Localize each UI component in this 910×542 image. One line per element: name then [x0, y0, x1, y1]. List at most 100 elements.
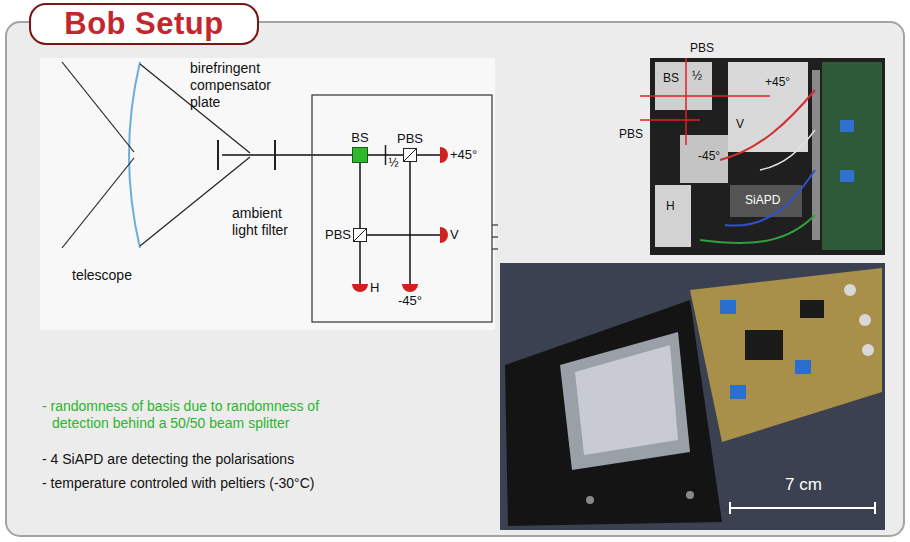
photo-bottom — [730, 385, 746, 399]
signal-wires — [492, 225, 498, 249]
part-name: ambient light filter — [232, 205, 308, 239]
telescope-rays — [62, 158, 134, 248]
photodiode-detector: H — [352, 281, 379, 295]
compensator-plate — [218, 140, 219, 170]
photo-label-box: V — [736, 118, 744, 131]
part-name-box: ambient light filter — [232, 205, 308, 239]
photo-overlay-lines — [685, 58, 687, 145]
photo-label-box: PBS — [619, 128, 643, 141]
input-beam — [222, 155, 352, 156]
part-name-box: birefringent compensator plate — [190, 60, 290, 110]
ambient-filter — [274, 140, 276, 170]
detector-symbol — [352, 284, 368, 292]
beam-path — [359, 242, 361, 284]
title-tab — [30, 4, 258, 44]
dimension: 7 cm — [785, 476, 822, 495]
photo-bottom — [586, 496, 594, 504]
scale-bar — [729, 502, 731, 514]
photo-overlay-lines — [640, 95, 770, 97]
photo-label-box: SiAPD — [745, 194, 780, 207]
beam-splitter: BS — [351, 131, 368, 163]
photo-top — [840, 120, 854, 132]
component-label: +45° — [450, 148, 477, 162]
photo-bottom — [862, 344, 874, 356]
beam-path — [360, 163, 361, 228]
ambient-filter — [275, 140, 276, 170]
photo-bottom — [690, 268, 882, 442]
photo-top — [700, 215, 815, 243]
photo-label: SiAPD — [745, 194, 780, 207]
note-text-box: - temperature controled with peltiers (-… — [42, 476, 314, 491]
photo-top — [650, 58, 885, 255]
pbs-cube — [403, 148, 417, 162]
photo-bottom — [720, 300, 736, 314]
photo-top — [650, 58, 885, 255]
panel-frame — [6, 22, 904, 536]
pbs-cube — [353, 228, 367, 242]
note-text: - randomness of basis due to randomness … — [42, 398, 372, 432]
component-label: V — [450, 228, 459, 242]
beam-path — [359, 163, 361, 228]
photo-bottom — [795, 360, 811, 374]
photo-label: BS — [663, 72, 679, 85]
photo-bottom — [500, 263, 885, 530]
photo-label: V — [736, 118, 744, 131]
input-beam — [222, 154, 352, 156]
photo-bottom — [859, 314, 871, 326]
beam-path — [410, 162, 411, 284]
detector-symbol — [402, 284, 418, 292]
detector-symbol — [352, 284, 368, 292]
panel-frame — [6, 22, 904, 536]
photo-overlay-lines — [640, 119, 700, 121]
photo-overlay-lines — [640, 58, 770, 145]
signal-wires — [492, 224, 498, 225]
beam-path — [417, 155, 440, 156]
pbs-cube — [404, 149, 417, 162]
photo-bottom — [745, 330, 783, 360]
photo-bottom — [500, 263, 885, 530]
photodiode-detector: V — [440, 227, 459, 243]
pbs-cube — [354, 229, 367, 242]
photo-label-box: BS — [663, 72, 679, 85]
photo-label: H — [666, 200, 675, 213]
beam-path — [409, 162, 411, 284]
pbs-cube — [404, 149, 417, 162]
detector-symbol — [440, 147, 448, 163]
photo-top — [760, 130, 815, 170]
component-label: PBS — [325, 228, 351, 242]
schematic-ground — [40, 58, 495, 330]
part-name-box: telescope — [72, 268, 132, 283]
beam-splitter-cube — [352, 147, 368, 163]
title-tab — [30, 4, 258, 44]
beam-path — [367, 234, 440, 236]
part-name: birefringent compensator plate — [190, 60, 290, 110]
detector-symbol — [440, 227, 448, 243]
component-label: -45° — [398, 294, 422, 308]
photo-top — [822, 62, 882, 250]
detector-symbol — [440, 227, 448, 243]
note-text-box: - randomness of basis due to randomness … — [42, 398, 372, 432]
photo-top — [720, 90, 815, 160]
detector-housing — [312, 95, 492, 322]
pbs-cube — [354, 229, 367, 242]
photo-top — [812, 70, 820, 240]
beam-path — [367, 235, 440, 236]
polarising-beam-splitter: PBS — [397, 132, 423, 162]
scale-bar — [730, 507, 875, 509]
telescope-rays — [62, 62, 134, 152]
photo-label-box: H — [666, 200, 675, 213]
photo-label-box: ½ — [692, 70, 702, 83]
detector-symbol — [402, 284, 418, 292]
photodiode-detector: +45° — [440, 147, 477, 163]
beam-path — [360, 242, 361, 284]
photo-bottom — [844, 284, 856, 296]
photo-bottom — [686, 491, 694, 499]
title-text: Bob Setup — [64, 7, 224, 41]
photo-label-box: -45° — [698, 150, 720, 163]
photo-bottom — [800, 300, 824, 318]
photo-top — [655, 185, 691, 247]
signal-wires — [492, 236, 498, 237]
photodiode-detector: -45° — [398, 284, 422, 308]
schematic-ground — [40, 58, 495, 330]
beam-path — [368, 154, 403, 156]
